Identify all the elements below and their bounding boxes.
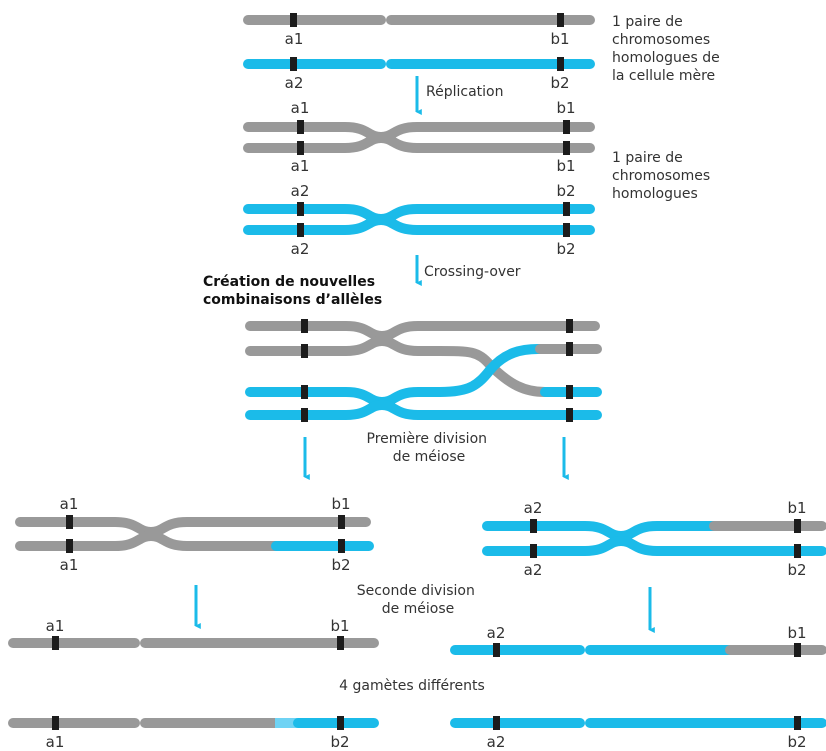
daughter-cell-left: a1 b1 a1 b2 [15,495,374,574]
daughter-cell-right: a2 b1 a2 b2 [482,499,826,579]
gamete-a1-b2: a1 b2 [8,716,379,751]
gamete-a2-b2: a2 b2 [450,716,826,751]
chromosome-a1-b1 [243,13,595,27]
allele-marker [557,13,564,27]
allele-label: b2 [556,240,575,258]
allele-label: a2 [487,624,506,642]
allele-marker [301,344,308,358]
allele-label: b2 [787,733,806,751]
allele-marker [794,544,801,558]
allele-label: b2 [787,561,806,579]
allele-marker [290,13,297,27]
new-combinations-caption: Création de nouvelles combinaisons d’all… [203,274,382,308]
allele-marker [297,202,304,216]
allele-marker [563,202,570,216]
allele-label: b1 [330,617,349,635]
allele-marker [566,385,573,399]
allele-marker [566,342,573,356]
allele-marker [794,716,801,730]
allele-label: b1 [556,99,575,117]
gamete-a1-b1: a1 b1 [8,617,379,650]
allele-label: a2 [524,561,543,579]
allele-label: a1 [46,733,65,751]
allele-marker [66,539,73,553]
allele-label: a1 [285,30,304,48]
allele-marker [337,636,344,650]
gamete-a2-b1: a2 b1 [450,624,826,657]
replicated-blue-chromosome: a2 b2 a2 b2 [243,182,595,258]
allele-label: b1 [556,157,575,175]
allele-marker [563,120,570,134]
crossing-over-chromosomes [245,319,602,422]
allele-marker [297,141,304,155]
replication-arrow: Réplication [415,76,503,115]
allele-marker [493,716,500,730]
allele-marker [557,57,564,71]
allele-label: b1 [331,495,350,513]
allele-label: b2 [331,556,350,574]
mother-cell-caption: 1 paire de chromosomes homologues de la … [612,14,724,84]
allele-marker [794,643,801,657]
allele-marker [530,544,537,558]
allele-marker [338,515,345,529]
allele-marker [301,408,308,422]
first-division-caption: Première division de méiose [367,431,492,465]
allele-marker [301,319,308,333]
mother-cell-pair: a1 b1 a2 b2 1 paire de chromosomes homol… [243,13,724,92]
allele-label: b2 [330,733,349,751]
allele-label: a1 [60,556,79,574]
second-division-caption: Seconde division de méiose [357,583,480,617]
allele-label: a2 [291,182,310,200]
allele-marker [52,716,59,730]
allele-marker [338,539,345,553]
pair-caption: 1 paire de chromosomes homologues [612,150,715,202]
allele-marker [337,716,344,730]
allele-label: a1 [46,617,65,635]
replication-label: Réplication [426,84,503,100]
allele-marker [52,636,59,650]
allele-label: a2 [285,74,304,92]
allele-marker [493,643,500,657]
allele-label: a2 [524,499,543,517]
allele-marker [301,385,308,399]
allele-marker [566,319,573,333]
allele-label: a1 [291,99,310,117]
gametes-caption: 4 gamètes différents [339,678,485,694]
allele-marker [297,120,304,134]
allele-marker [530,519,537,533]
allele-label: b1 [787,499,806,517]
allele-marker [66,515,73,529]
allele-label: a2 [487,733,506,751]
allele-label: b1 [787,624,806,642]
replicated-grey-chromosome: a1 b1 a1 b1 [243,99,595,175]
allele-marker [297,223,304,237]
allele-label: b2 [556,182,575,200]
allele-label: b1 [550,30,569,48]
crossing-over-arrow: Crossing-over [415,255,521,286]
allele-marker [563,223,570,237]
allele-marker [290,57,297,71]
allele-label: a2 [291,240,310,258]
crossing-over-label: Crossing-over [424,264,521,280]
allele-marker [563,141,570,155]
allele-label: a1 [60,495,79,513]
allele-marker [566,408,573,422]
allele-marker [794,519,801,533]
allele-label: a1 [291,157,310,175]
chromosome-a2-b2 [243,57,595,71]
allele-label: b2 [550,74,569,92]
